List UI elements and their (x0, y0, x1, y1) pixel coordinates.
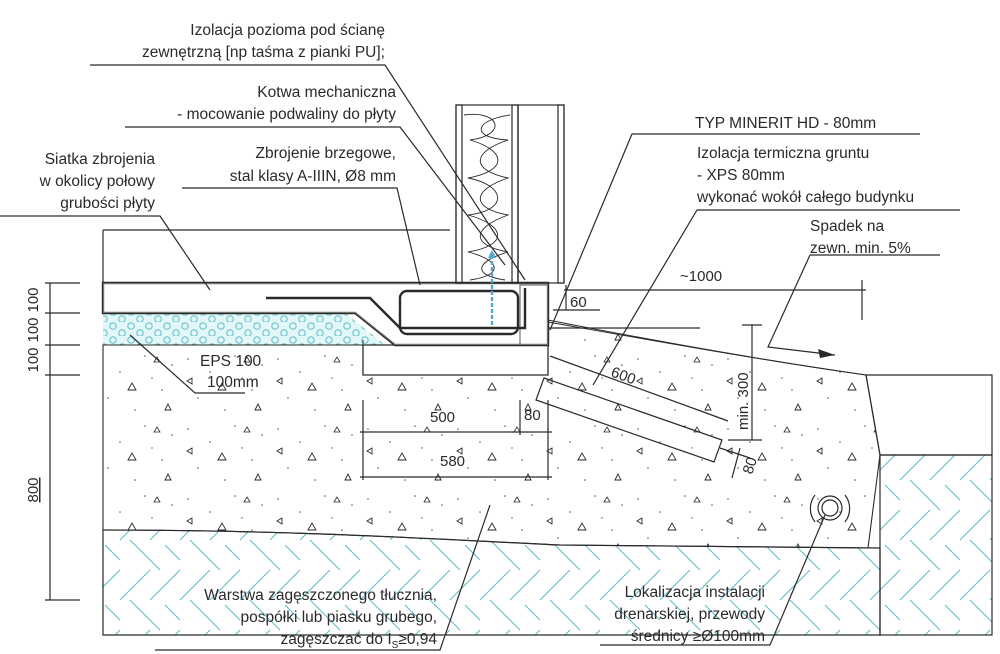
label-line: zewnętrzną [np taśma z pianki PU]; (142, 44, 385, 61)
dim-edge-xps: 80 (524, 407, 541, 424)
dimension-lines (45, 229, 866, 601)
eps-insulation-layer (103, 313, 385, 346)
label-line: zagęszczać do IS≥0,94 (280, 631, 437, 651)
label-line: - XPS 80mm (697, 167, 785, 184)
dim-gravel-top: 100 (25, 347, 42, 372)
label-ground-insulation: Izolacja termiczna gruntu - XPS 80mm wyk… (696, 145, 914, 206)
dimension-texts: 100 100 100 800 60 ~1000 600 min. 300 80… (25, 268, 761, 503)
label-line: - mocowanie podwaliny do płyty (177, 106, 396, 123)
label-line: stal klasy A-IIIN, Ø8 mm (230, 168, 396, 185)
label-gravel-layer: Warstwa zagęszczonego tłucznia, pospółki… (204, 587, 437, 651)
label-drainage: Lokalizacja instalacji drenarskiej, prze… (614, 584, 765, 645)
drain-pipe (809, 494, 851, 523)
dim-xps-thickness: 80 (740, 455, 761, 476)
label-line: drenarskiej, przewody (614, 606, 765, 623)
label-line: Warstwa zagęszczonego tłucznia, (204, 587, 437, 604)
label-line: Izolacja pozioma pod ścianę (190, 22, 385, 39)
label-mechanical-anchor: Kotwa mechaniczna - mocowanie podwaliny … (177, 84, 396, 123)
compacted-gravel-layer (102, 319, 881, 549)
label-part: zagęszczać do I (280, 631, 391, 648)
label-line: Lokalizacja instalacji (625, 584, 765, 601)
label-subscript: S (392, 640, 399, 651)
label-edge-reinforcement: Zbrojenie brzegowe, stal klasy A-IIIN, Ø… (230, 145, 396, 185)
label-reinforcement-mesh: Siatka zbrojenia w okolicy połowy gruboś… (39, 151, 156, 212)
timber-frame-wall (455, 104, 519, 284)
dim-approx-width: ~1000 (680, 268, 722, 285)
label-line: EPS 100 (200, 353, 262, 370)
label-line: w okolicy połowy (39, 173, 156, 190)
label-line: Izolacja termiczna gruntu (697, 145, 869, 162)
slope-indicator (547, 254, 940, 376)
label-line: TYP MINERIT HD - 80mm (695, 115, 876, 132)
leader-lines (0, 64, 960, 651)
label-line: Siatka zbrojenia (45, 151, 156, 168)
label-horizontal-insulation: Izolacja pozioma pod ścianę zewnętrzną [… (142, 22, 385, 61)
topsoil (865, 374, 993, 456)
dim-gravel-depth: 800 (25, 477, 42, 502)
label-minerit: TYP MINERIT HD - 80mm (695, 115, 876, 132)
label-line: pospółki lub piasku grubego, (241, 609, 437, 626)
mechanical-anchor-bolt (488, 250, 496, 325)
label-line: Zbrojenie brzegowe, (256, 145, 396, 162)
label-line: zewn. min. 5% (810, 240, 911, 257)
label-line: Kotwa mechaniczna (257, 84, 396, 101)
dim-overhang: 60 (570, 294, 587, 311)
dim-min-depth: min. 300 (735, 372, 752, 430)
edge-reinforcement-stirrup (398, 289, 520, 336)
dim-inner-width: 500 (430, 409, 455, 426)
label-slope: Spadek na zewn. min. 5% (810, 218, 911, 257)
label-line: Spadek na (810, 218, 884, 235)
minerit-xps-ground-insulation (535, 377, 723, 463)
label-line: grubości płyty (60, 195, 155, 212)
label-line: wykonać wokół całego budynku (696, 189, 914, 206)
dim-total-width: 580 (440, 453, 465, 470)
dim-eps-thickness: 100 (25, 317, 42, 342)
label-line: 100mm (207, 374, 259, 391)
external-insulation-board (517, 104, 565, 284)
label-line: średnicy ≥Ø100mm (631, 628, 765, 645)
label-eps: EPS 100 100mm (200, 353, 262, 391)
label-part: ≥0,94 (398, 631, 437, 648)
dim-slab-thickness: 100 (25, 287, 42, 312)
